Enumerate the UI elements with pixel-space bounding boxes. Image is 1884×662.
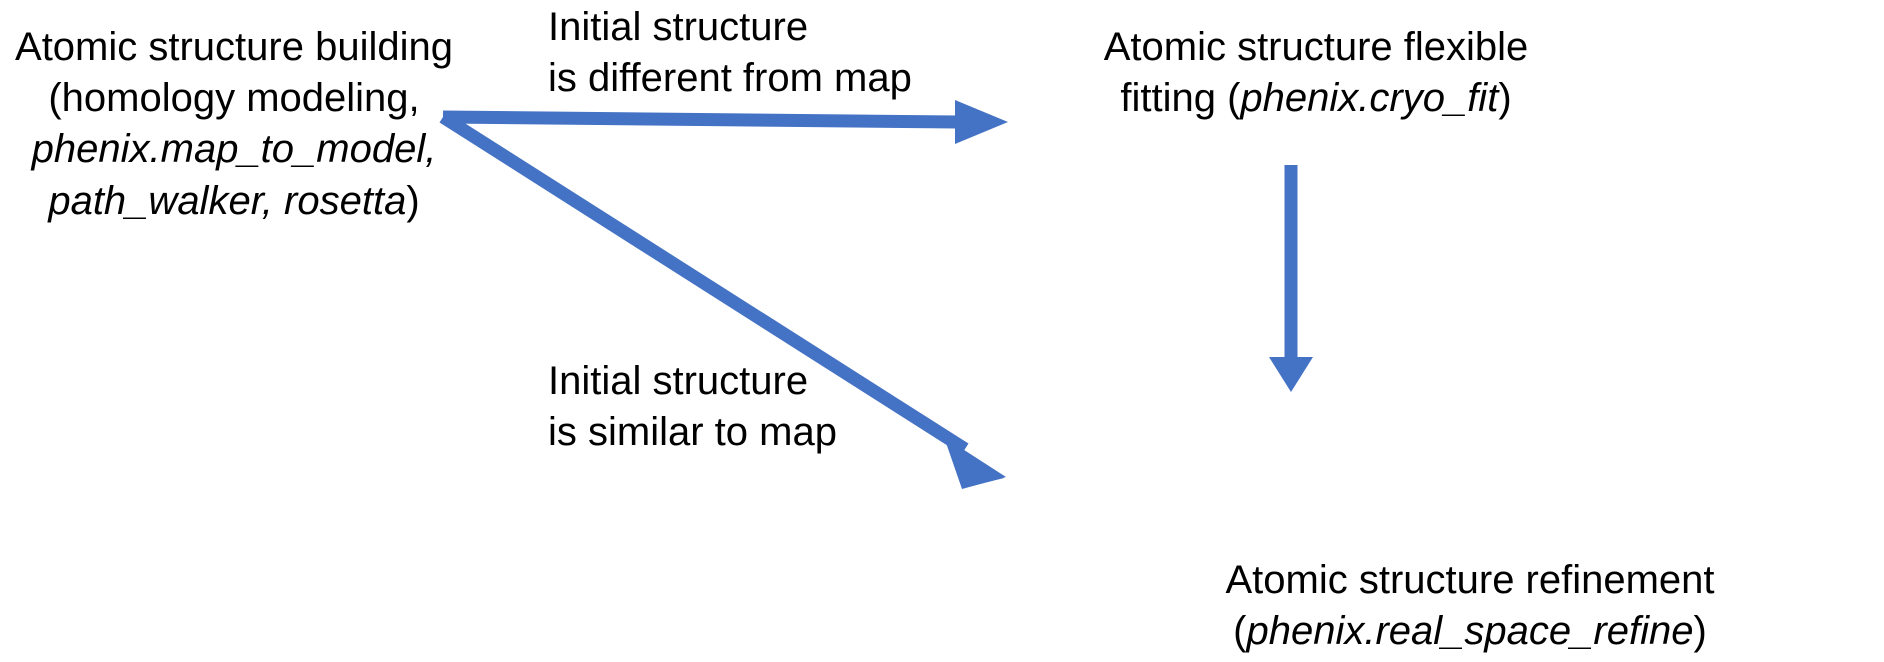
edge-label-similar-line-1: Initial structure — [548, 359, 809, 403]
node-refinement-tool: phenix.real_space_refine — [1246, 609, 1694, 654]
arrow-fitting-to-refinement — [1269, 165, 1313, 392]
node-building-line-1: Atomic structure building — [15, 25, 453, 69]
node-atomic-structure-flexible-fitting: Atomic structure flexible fitting (pheni… — [1086, 22, 1546, 124]
edge-label-different-line-1: Initial structure — [548, 5, 809, 49]
edge-label-similar-line-2: is similar to map — [548, 410, 837, 455]
node-refinement-line-2: (phenix.real_space_refine) — [1060, 606, 1880, 657]
node-refinement-prefix: ( — [1233, 609, 1247, 654]
node-building-line-2: (homology modeling, — [48, 76, 420, 121]
node-refinement-suffix: ) — [1693, 609, 1707, 654]
edge-label-similar-to-map: Initial structure is similar to map — [548, 356, 837, 458]
arrow-building-to-fitting — [442, 100, 1008, 144]
node-fitting-line-1: Atomic structure flexible — [1103, 25, 1529, 69]
node-building-line-3: phenix.map_to_model, — [8, 124, 460, 175]
node-atomic-structure-building: Atomic structure building (homology mode… — [8, 22, 460, 227]
edge-label-different-from-map: Initial structure is different from map — [548, 2, 912, 104]
node-building-line-4: path_walker, rosetta) — [8, 176, 460, 227]
node-atomic-structure-refinement: Atomic structure refinement (phenix.real… — [1060, 555, 1880, 657]
node-building-tool-2: path_walker, rosetta — [48, 178, 407, 223]
edge-label-different-line-2: is different from map — [548, 56, 912, 101]
node-fitting-tool: phenix.cryo_fit — [1240, 76, 1499, 121]
node-building-tool-1: phenix.map_to_model, — [31, 127, 437, 172]
node-fitting-suffix: ) — [1498, 76, 1512, 121]
node-building-paren-close: ) — [406, 178, 420, 223]
node-refinement-line-1: Atomic structure refinement — [1225, 558, 1715, 602]
node-fitting-line-2: fitting (phenix.cryo_fit) — [1086, 73, 1546, 124]
node-fitting-prefix: fitting ( — [1120, 76, 1241, 121]
